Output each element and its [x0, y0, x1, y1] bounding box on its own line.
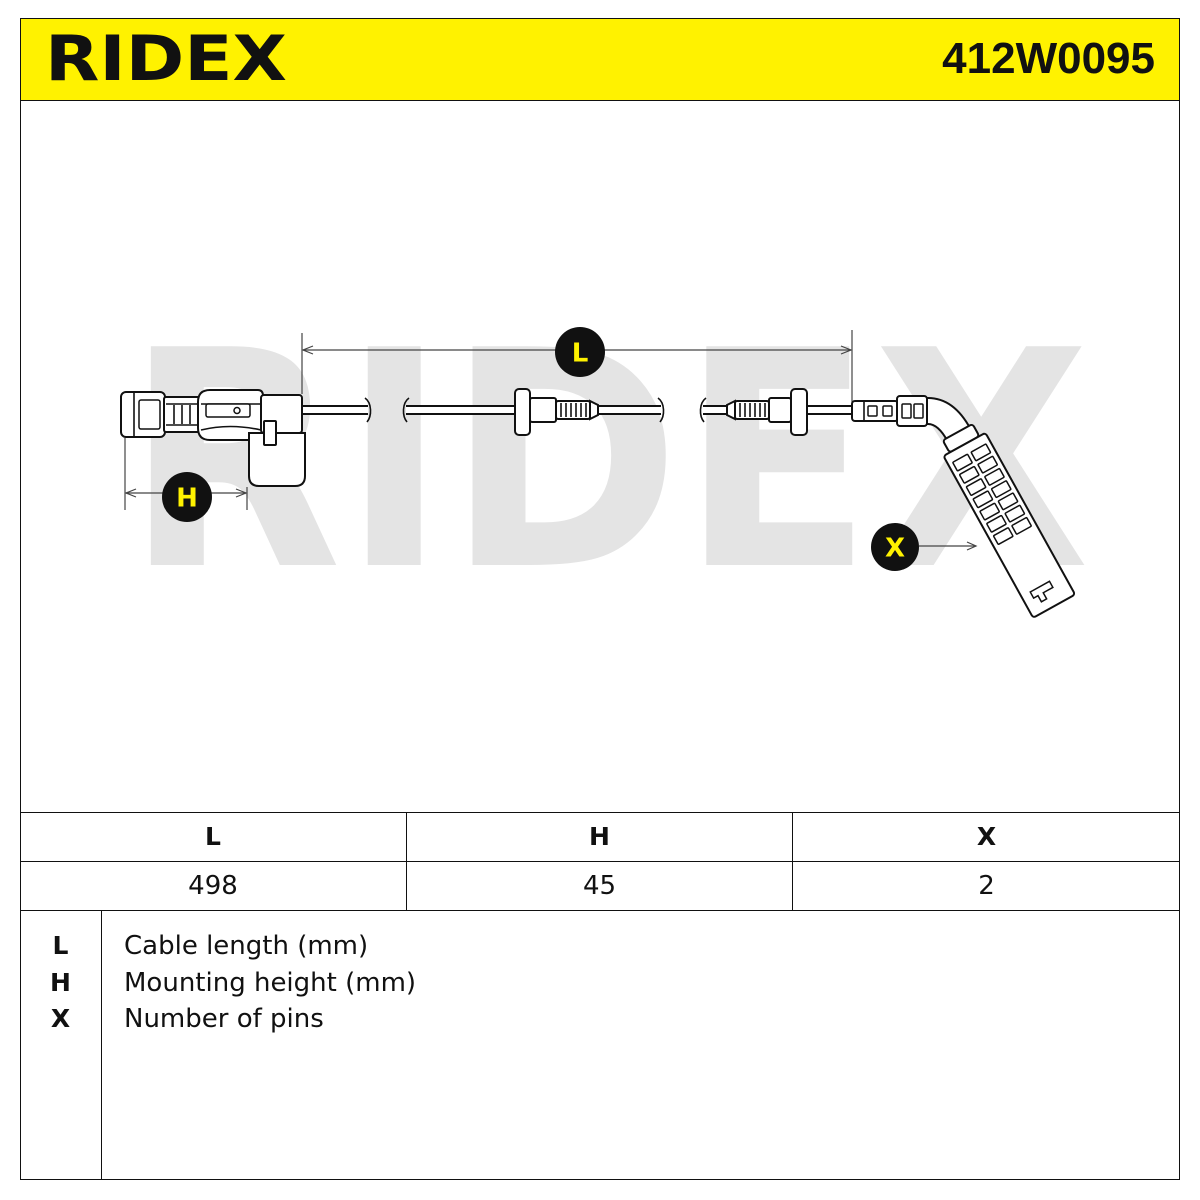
- sensor-grid-cell: [1004, 504, 1026, 523]
- legend-label-pins: Number of pins: [124, 1004, 324, 1034]
- grommet-ring: [514, 388, 531, 436]
- grommet-right: [726, 388, 808, 436]
- brand-logo-text: RIDEX: [45, 22, 287, 95]
- sensor-grid-cell: [970, 443, 992, 462]
- callout-badge: [555, 327, 605, 377]
- callout-arrow-head: [966, 541, 978, 551]
- sensor-grid-cell: [972, 490, 994, 509]
- legend-key-height: H: [50, 967, 71, 997]
- sensor-key-slot: [1029, 580, 1054, 603]
- ridex-logo: RIDEX: [45, 22, 287, 95]
- plug-cap-window: [138, 399, 161, 430]
- arrow-head-right: [235, 488, 248, 498]
- sensor-grid-cell: [952, 453, 973, 472]
- sensor-grid-cell: [959, 465, 980, 484]
- callout-label: X: [885, 534, 905, 564]
- spec-header-pins: X: [793, 813, 1180, 862]
- legend-key-pins: X: [50, 1004, 71, 1033]
- connector-window: [882, 405, 893, 417]
- part-number: 412W0095: [942, 34, 1155, 83]
- sensor-connector: [851, 395, 972, 443]
- sensor-grid-cell: [984, 468, 1005, 486]
- spec-header-height: H: [407, 813, 793, 862]
- sensor-grip-grid: [952, 443, 1032, 545]
- header-band: RIDEX 412W0095: [20, 18, 1180, 101]
- bracket-mount-hole: [263, 420, 277, 446]
- housing-contour: [200, 425, 262, 431]
- arrow-head-left: [124, 488, 137, 498]
- sensor-grid-cell: [979, 502, 1000, 521]
- sensor-grid-cell: [965, 478, 987, 496]
- callout-length: L: [555, 327, 605, 377]
- sensor-elbow-fill: [918, 399, 970, 442]
- legend-label-length: Cable length (mm): [124, 931, 369, 961]
- legend: L H X Cable length (mm) Mounting height …: [20, 911, 1180, 1180]
- bracket-lower: [248, 432, 306, 487]
- grommet-ribs: [739, 403, 766, 417]
- sensor-grid-cell: [986, 514, 1007, 533]
- sensor-grid-cell: [977, 455, 998, 474]
- callout-label: L: [572, 339, 589, 369]
- cable-break-mark: [699, 397, 707, 423]
- grommet-ring: [790, 388, 808, 436]
- callout-pins: X: [871, 523, 978, 571]
- callout-label: H: [176, 484, 198, 514]
- connector-window: [901, 403, 912, 419]
- grommet-body: [768, 397, 792, 423]
- sensor-head: [942, 423, 1076, 618]
- cable-break-mark: [657, 397, 665, 423]
- sensor-grid-cell: [997, 492, 1019, 511]
- arrow-head-left: [301, 345, 314, 355]
- cable-break-mark: [402, 397, 410, 423]
- spec-value-length: 498: [20, 861, 407, 910]
- legend-labels: Cable length (mm) Mounting height (mm) N…: [124, 911, 416, 1038]
- arrow-head-right: [840, 345, 853, 355]
- latch-pin: [233, 406, 241, 415]
- callout-height: H: [162, 472, 212, 522]
- spec-value-pins: 2: [978, 870, 995, 901]
- connector-window: [913, 403, 924, 419]
- spec-header-length: L: [20, 813, 407, 862]
- cable: [302, 397, 854, 423]
- sensor-grid-cell: [990, 480, 1012, 499]
- sensor-body: [943, 432, 1076, 618]
- legend-keys: L H X: [20, 911, 102, 1180]
- spec-table: L H X 498 45 2: [20, 812, 1180, 911]
- grommet-taper: [589, 399, 599, 421]
- connector-plug: [120, 389, 264, 441]
- grommet-body: [529, 397, 557, 423]
- sensor-grid-cell: [1011, 516, 1032, 535]
- legend-key-length: L: [52, 931, 69, 960]
- callout-badge: [162, 472, 212, 522]
- mounting-bracket: [248, 394, 306, 487]
- grommet-ribs: [560, 403, 587, 417]
- connector-window: [867, 405, 878, 417]
- grommet-left: [514, 388, 599, 436]
- callout-badge: [871, 523, 919, 571]
- spec-value-height: 45: [407, 861, 793, 910]
- sensor-grid-cell: [992, 527, 1014, 545]
- sensor-drawing: RIDEX: [120, 287, 1090, 636]
- grommet-taper: [726, 399, 736, 421]
- legend-label-height: Mounting height (mm): [124, 967, 417, 998]
- plug-ridges: [173, 405, 191, 424]
- cable-break-mark: [364, 397, 372, 423]
- housing-latch: [205, 403, 251, 418]
